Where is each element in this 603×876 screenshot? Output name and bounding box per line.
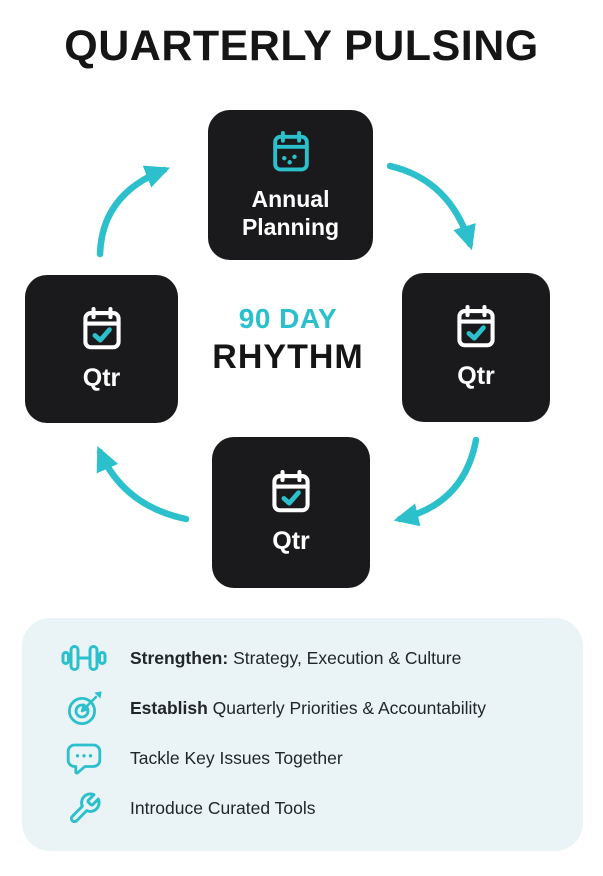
speech-bubble-icon: [60, 742, 108, 775]
benefit-item: Strengthen: Strategy, Execution & Cultur…: [60, 633, 563, 683]
node-label: Qtr: [457, 362, 495, 391]
benefit-item: Establish Quarterly Priorities & Account…: [60, 683, 563, 733]
dumbbell-icon: [60, 643, 108, 673]
curved-arrow-top-to-right: [386, 162, 476, 251]
calendar-check-icon: [82, 306, 121, 350]
node-label: Qtr: [82, 363, 121, 392]
calendar-check-icon: [457, 305, 495, 348]
benefit-text: Tackle Key Issues Together: [130, 747, 343, 768]
page-title: QUARTERLY PULSING: [64, 22, 539, 70]
center-line-90-day: 90 DAY: [238, 303, 338, 334]
benefit-text: Strengthen: Strategy, Execution & Cultur…: [130, 647, 462, 668]
benefits-panel: Strengthen: Strategy, Execution & Cultur…: [22, 618, 583, 851]
benefit-item: Introduce Curated Tools: [60, 783, 563, 833]
cycle-center-text: 90 DAY RHYTHM: [188, 303, 388, 377]
curved-arrow-bottom-to-left: [96, 446, 190, 523]
wrench-icon: [60, 791, 108, 826]
curved-arrow-right-to-bottom: [393, 436, 480, 527]
benefit-text: Introduce Curated Tools: [130, 797, 316, 818]
center-line-rhythm: RHYTHM: [212, 338, 364, 376]
curved-arrow-left-to-top: [96, 165, 171, 258]
calendar-check-icon: [272, 130, 309, 172]
cycle-node-qtr-bottom: Qtr: [212, 437, 370, 588]
cycle-node-qtr-right: Qtr: [402, 273, 550, 422]
benefit-text: Establish Quarterly Priorities & Account…: [130, 697, 486, 718]
cycle-node-qtr-left: Qtr: [25, 275, 178, 423]
target-icon: [60, 690, 108, 727]
benefit-item: Tackle Key Issues Together: [60, 733, 563, 783]
cycle-node-annual-planning: Annual Planning: [208, 110, 373, 260]
calendar-check-icon: [272, 470, 310, 513]
node-label: Annual Planning: [241, 185, 340, 240]
node-label: Qtr: [272, 527, 310, 556]
